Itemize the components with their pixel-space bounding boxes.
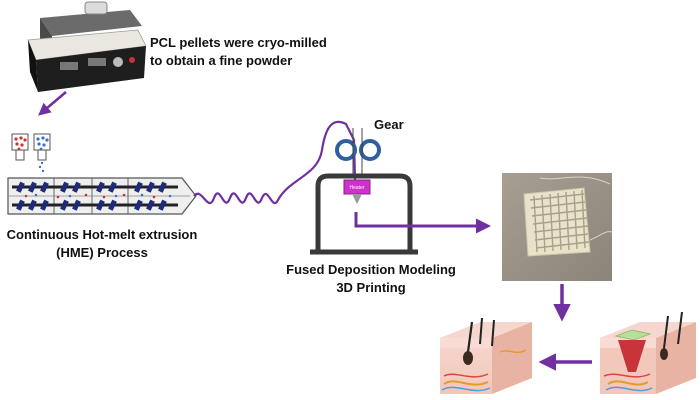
hme-caption: Continuous Hot-melt extrusion (HME) Proc… [2, 226, 202, 262]
fdm-caption: Fused Deposition Modeling 3D Printing [276, 261, 466, 297]
heater-icon: Heater [343, 179, 371, 204]
arrow-mill-to-extruder [38, 91, 67, 116]
gear-label: Gear [374, 117, 404, 132]
milling-caption-line1: PCL pellets were cryo-milled [150, 35, 327, 50]
filament-strand [193, 120, 357, 205]
skin-healed-icon [440, 317, 532, 394]
skin-wound-dressing-icon [600, 311, 696, 394]
milling-caption-line2: to obtain a fine powder [150, 53, 293, 68]
arrow-printer-to-scaffold [354, 212, 491, 234]
fdm-caption-line2: 3D Printing [336, 280, 406, 295]
gear-icon [335, 128, 381, 176]
milling-caption: PCL pellets were cryo-milled to obtain a… [150, 34, 340, 70]
hme-caption-line2: (HME) Process [56, 245, 148, 260]
heater-label: Heater [349, 185, 364, 191]
feed-hoppers-icon [11, 133, 51, 173]
cryo-mill-machine-icon [27, 1, 147, 92]
scaffold-photo-icon [502, 173, 613, 281]
fdm-printer-frame-icon [310, 173, 418, 255]
fdm-caption-line1: Fused Deposition Modeling [286, 262, 456, 277]
twin-screw-extruder-icon [7, 177, 197, 215]
hme-caption-line1: Continuous Hot-melt extrusion [6, 227, 198, 242]
